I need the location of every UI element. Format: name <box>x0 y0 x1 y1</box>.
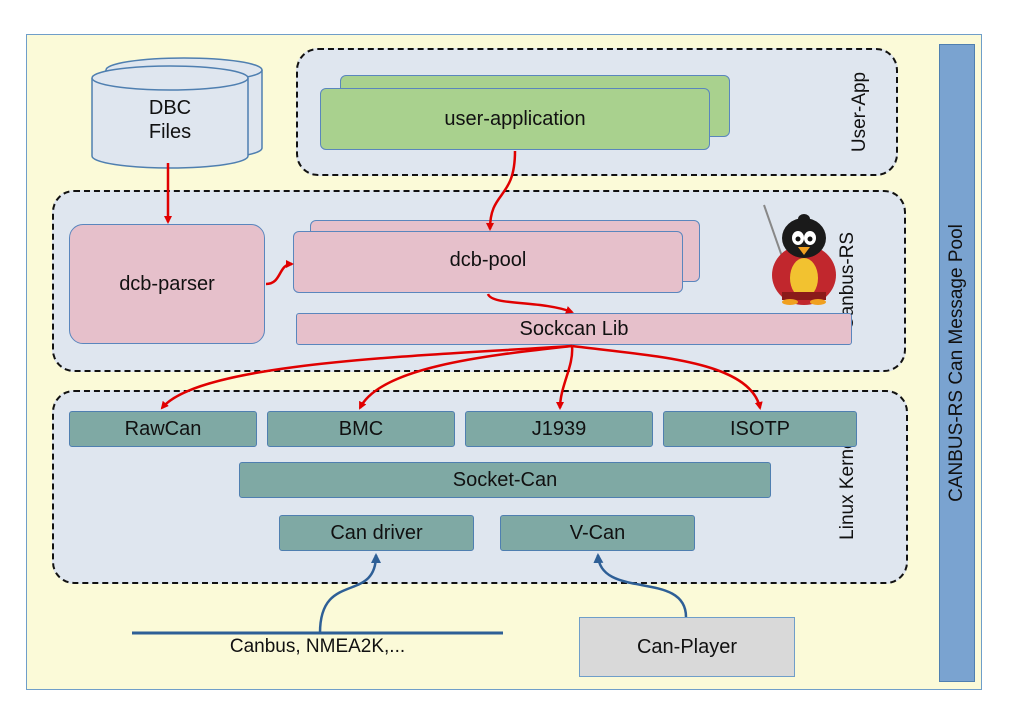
arrow-sockcan-to-isotp <box>571 344 763 410</box>
v-can-label: V-Can <box>569 521 626 544</box>
arrow-parser-to-pool <box>265 260 294 286</box>
user-application-label: user-application <box>444 107 586 130</box>
dcb-pool-node[interactable]: dcb-pool <box>293 231 683 293</box>
isotp-node[interactable]: ISOTP <box>663 411 857 447</box>
bmc-label: BMC <box>338 417 384 440</box>
arrow-sockcan-to-j1939 <box>556 345 574 410</box>
rawcan-label: RawCan <box>124 417 202 440</box>
j1939-node[interactable]: J1939 <box>465 411 653 447</box>
dcb-parser-label: dcb-parser <box>119 272 215 295</box>
rawcan-node[interactable]: RawCan <box>69 411 257 447</box>
arrow-bus-to-can-driver <box>318 553 381 634</box>
can-player-label: Can-Player <box>636 635 738 658</box>
arrow-sockcan-to-bmc <box>358 344 573 410</box>
isotp-label: ISOTP <box>729 417 790 440</box>
socket-can-label: Socket-Can <box>452 468 558 491</box>
dcb-pool-label: dcb-pool <box>449 248 527 271</box>
arrow-pool-to-sockcan <box>486 293 574 314</box>
can-driver-node[interactable]: Can driver <box>279 515 474 551</box>
dcb-parser-node[interactable]: dcb-parser <box>69 224 265 344</box>
bus-label: Canbus, NMEA2K,... <box>229 636 406 657</box>
socket-can-node[interactable]: Socket-Can <box>239 462 771 498</box>
dbc-files-line1: DBC <box>148 97 192 119</box>
j1939-label: J1939 <box>531 417 587 440</box>
arrow-userapp-to-pool <box>486 150 517 231</box>
sockcan-lib-node[interactable]: Sockcan Lib <box>296 313 852 345</box>
dbc-files-line2: Files <box>148 121 192 143</box>
user-application-node[interactable]: user-application <box>320 88 710 150</box>
sockcan-lib-label: Sockcan Lib <box>519 317 629 340</box>
can-player-node[interactable]: Can-Player <box>579 617 795 677</box>
v-can-node[interactable]: V-Can <box>500 515 695 551</box>
arrow-player-to-v-can <box>593 553 688 618</box>
arrow-sockcan-to-rawcan <box>160 344 573 410</box>
can-message-pool-bar: CANBUS-RS Can Message Pool <box>939 44 975 682</box>
can-driver-label: Can driver <box>330 521 423 544</box>
bmc-node[interactable]: BMC <box>267 411 455 447</box>
dbc-files-label: DBC Files <box>92 96 248 144</box>
